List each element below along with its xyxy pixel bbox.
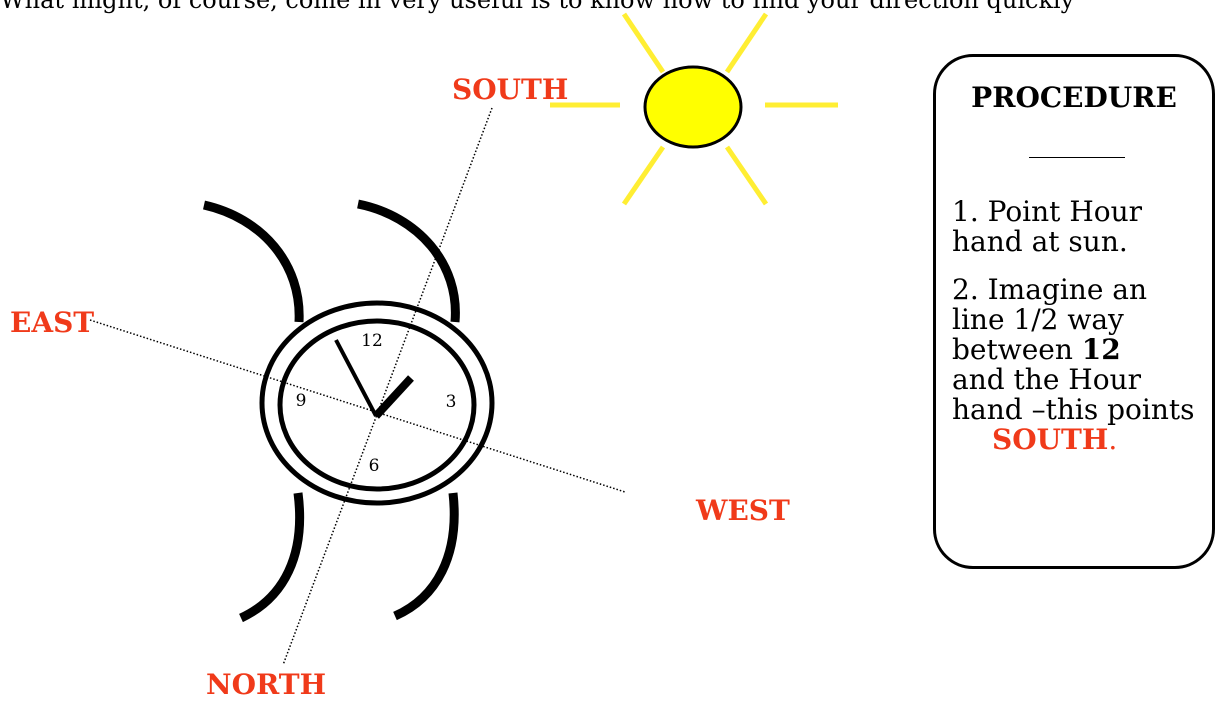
- sun-icon: [645, 67, 741, 147]
- sun-ray-upper-left: [624, 14, 663, 72]
- north-label: NORTH: [206, 671, 326, 699]
- step1-line1: 1. Point Hour: [952, 197, 1142, 227]
- clock-numeral-12: 12: [361, 331, 383, 351]
- east-label: EAST: [10, 309, 94, 337]
- strap-bottom-right: [395, 493, 454, 616]
- clock-numeral-9: 9: [296, 391, 307, 411]
- step2-line5: hand –this points: [952, 395, 1194, 425]
- step2-line6: SOUTH.: [992, 425, 1117, 455]
- step1-line2: hand at sun.: [952, 227, 1128, 257]
- step2-line3-prefix: between: [952, 333, 1082, 366]
- clock-numeral-6: 6: [369, 456, 380, 476]
- step2-south-word: SOUTH: [992, 423, 1108, 456]
- sun-ray-lower-left: [624, 147, 663, 204]
- clock-numeral-3: 3: [446, 392, 457, 412]
- sun-ray-lower-right: [727, 147, 766, 204]
- step2-line1: 2. Imagine an: [952, 275, 1147, 305]
- procedure-title: PROCEDURE: [936, 81, 1212, 114]
- step2-line4: and the Hour: [952, 365, 1141, 395]
- strap-bottom-left: [241, 493, 300, 618]
- procedure-divider: [1029, 157, 1125, 158]
- south-label: SOUTH: [452, 76, 568, 104]
- step2-period: .: [1108, 423, 1117, 456]
- step2-line3-bold: 12: [1082, 333, 1121, 366]
- step2-line2: line 1/2 way: [952, 305, 1124, 335]
- sun-ray-upper-right: [727, 14, 766, 72]
- step2-line3: between 12: [952, 335, 1121, 365]
- procedure-box: PROCEDURE 1. Point Hour hand at sun. 2. …: [933, 54, 1215, 569]
- west-label: WEST: [696, 497, 790, 525]
- strap-top-left: [204, 205, 299, 322]
